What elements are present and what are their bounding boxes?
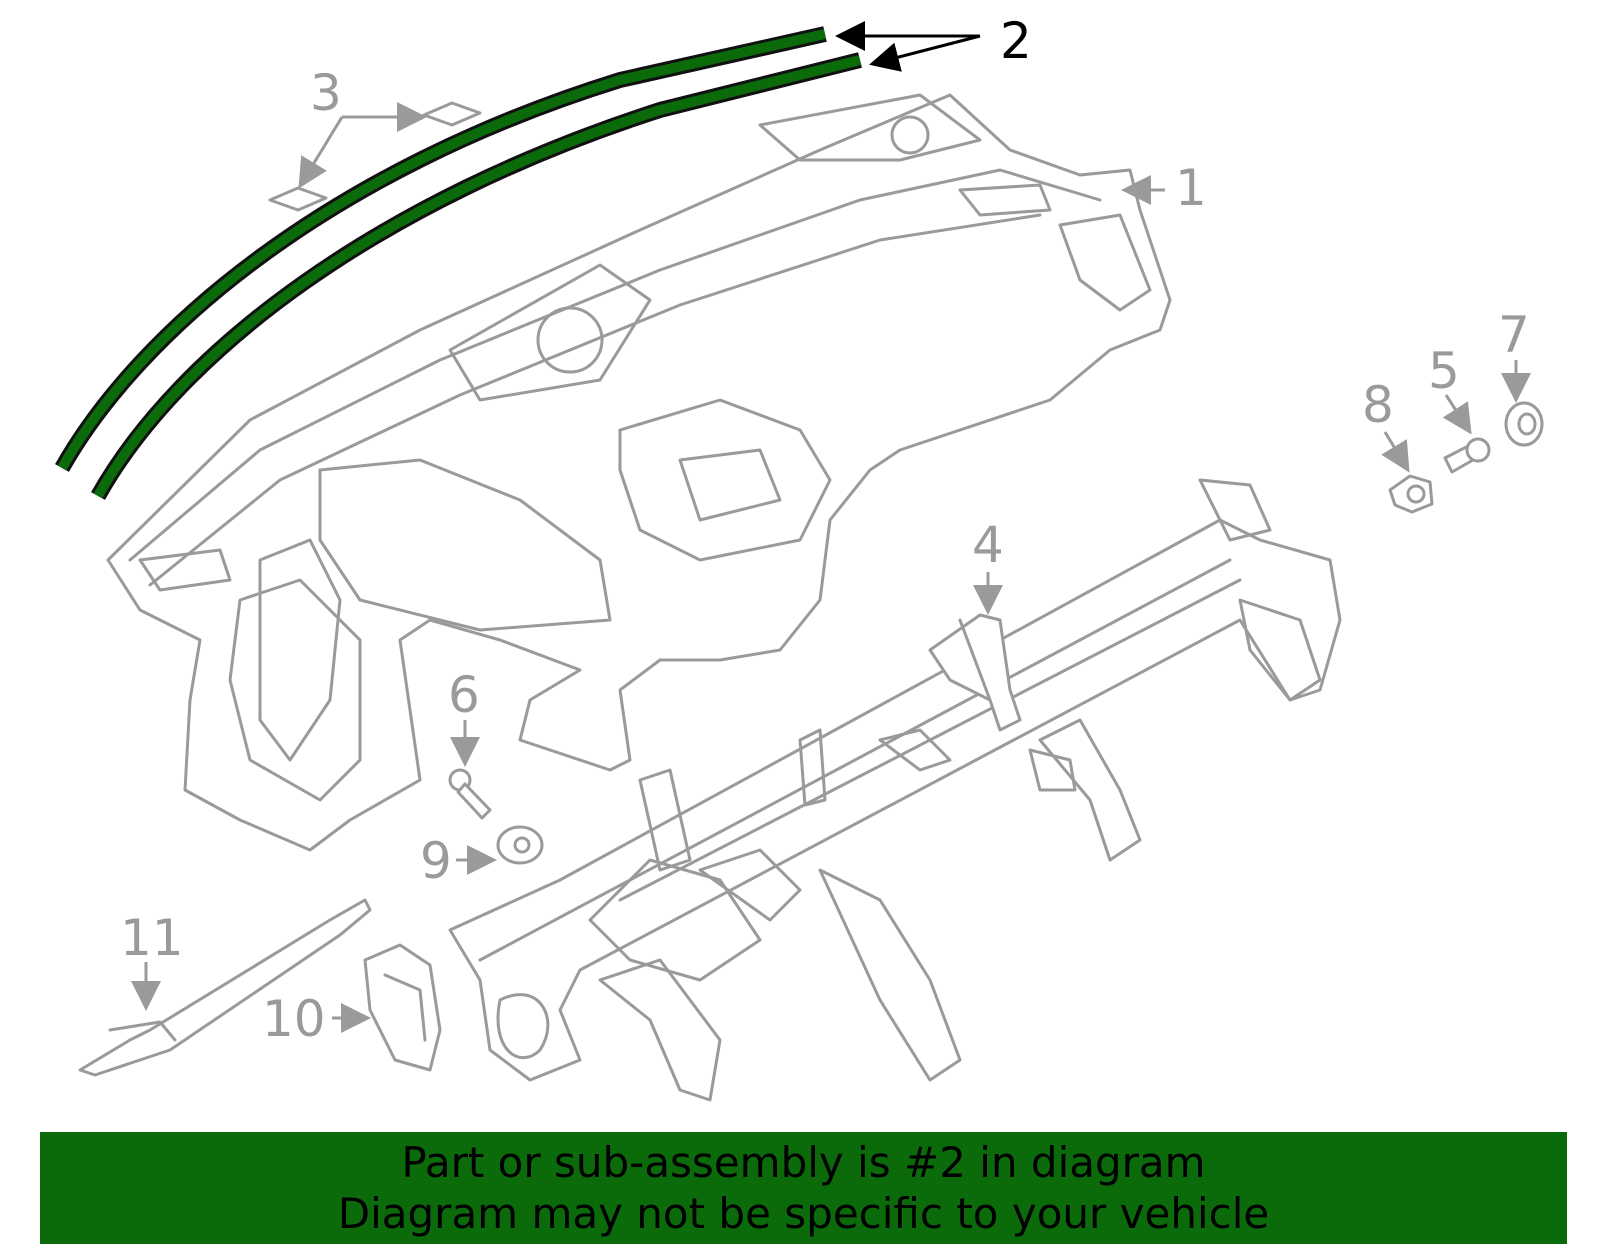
leader-lines	[131, 21, 1531, 1033]
callout-3: 3	[310, 64, 342, 122]
callout-11: 11	[120, 909, 184, 967]
bolt-part-5	[1443, 437, 1491, 474]
bracket-part-10	[363, 943, 442, 1072]
callout-9: 9	[420, 832, 452, 890]
info-banner: Part or sub-assembly is #2 in diagram Di…	[40, 1132, 1567, 1244]
banner-line-2: Diagram may not be specific to your vehi…	[337, 1189, 1270, 1238]
callout-4: 4	[972, 516, 1004, 574]
callout-7: 7	[1498, 306, 1530, 364]
seal-part-2	[55, 26, 862, 500]
clip-part-3	[268, 101, 482, 212]
nut-part-7	[1504, 401, 1544, 447]
bracket-part-4	[928, 613, 1022, 732]
callout-5: 5	[1428, 342, 1460, 400]
callout-6: 6	[448, 666, 480, 724]
banner-line-1: Part or sub-assembly is #2 in diagram	[401, 1138, 1206, 1187]
cross-car-beam	[448, 478, 1342, 1102]
bolt-part-6	[448, 768, 492, 820]
nut-part-8	[1388, 474, 1434, 514]
instrument-panel-part-1	[106, 93, 1172, 852]
reinforcement-part-11	[78, 898, 372, 1077]
callout-10: 10	[262, 990, 326, 1048]
grommet-part-9	[496, 825, 544, 865]
callout-8: 8	[1362, 376, 1394, 434]
callout-1: 1	[1175, 159, 1207, 217]
callout-2: 2	[1000, 12, 1032, 70]
